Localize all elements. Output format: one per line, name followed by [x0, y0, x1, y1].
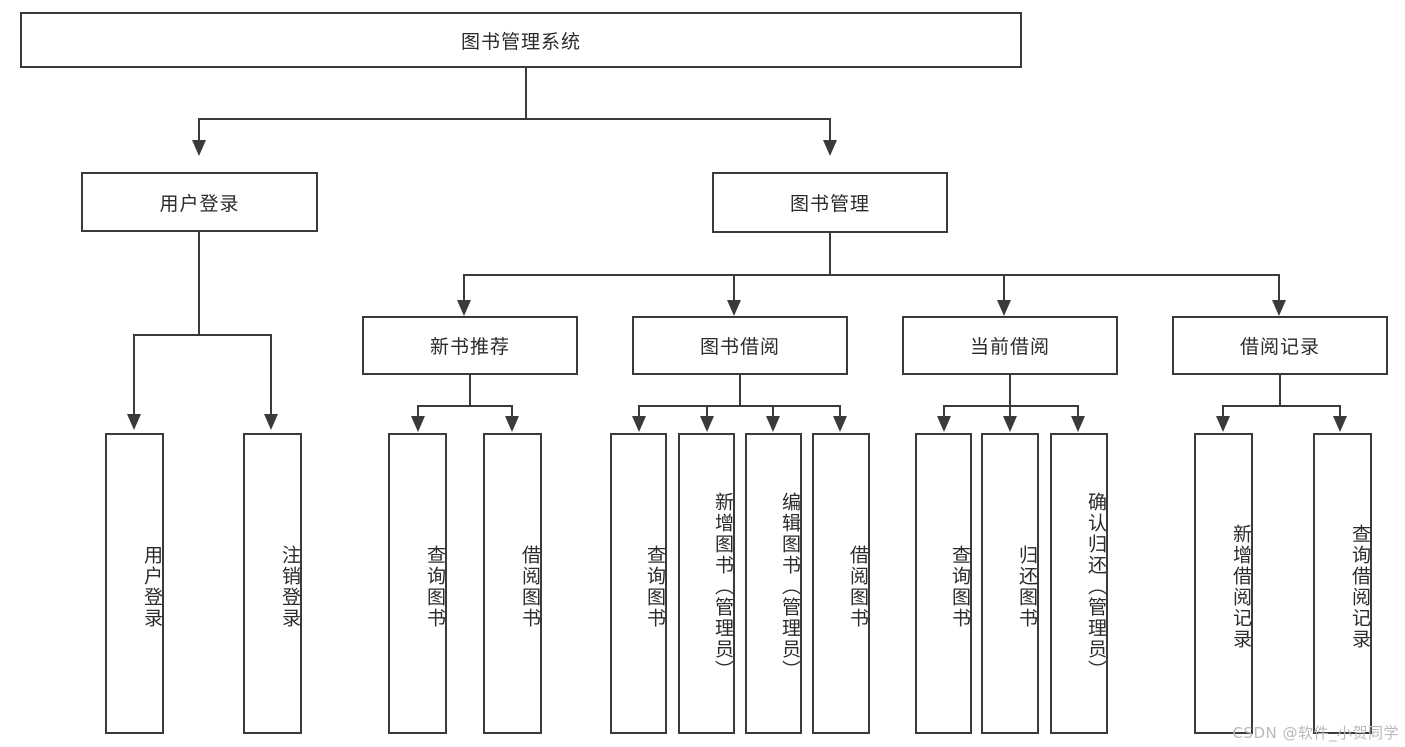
node-user-login-label: 用户登录 [159, 192, 240, 215]
leaf-current-return-book-label: 归还图书 [1016, 544, 1038, 629]
connector-user-login-drop-1 [133, 334, 135, 414]
connector-current-borrow-drop-2 [1009, 405, 1011, 416]
connector-level3-drop-4 [1278, 274, 1280, 300]
connector-current-borrow-bus [943, 405, 1079, 407]
connector-new-book-stem [469, 375, 471, 407]
leaf-borrow-edit-book-label: 编辑图书（管理员） [779, 492, 801, 681]
leaf-logout[interactable]: 注销登录 [243, 433, 302, 734]
leaf-current-return-book[interactable]: 归还图书 [981, 433, 1039, 734]
leaf-record-add-label: 新增借阅记录 [1230, 523, 1252, 650]
leaf-borrow-edit-book[interactable]: 编辑图书（管理员） [745, 433, 802, 734]
arrow-to-book-borrow [727, 300, 741, 316]
node-book-borrow-label: 图书借阅 [699, 336, 780, 358]
node-user-login[interactable]: 用户登录 [81, 172, 318, 232]
node-root[interactable]: 图书管理系统 [20, 12, 1022, 68]
leaf-newbook-query-book-label: 查询图书 [424, 544, 446, 629]
leaf-current-query-book-label: 查询图书 [949, 544, 971, 629]
leaf-current-confirm-return-label: 确认归还（管理员） [1085, 492, 1107, 681]
leaf-borrow-borrow-book[interactable]: 借阅图书 [812, 433, 870, 734]
connector-new-book-bus [417, 405, 513, 407]
connector-user-login-stem [198, 232, 200, 336]
leaf-newbook-borrow-book[interactable]: 借阅图书 [483, 433, 542, 734]
leaf-borrow-query-book-label: 查询图书 [644, 544, 666, 629]
node-new-book-label: 新书推荐 [429, 336, 510, 358]
connector-level2-drop-right [829, 118, 831, 140]
arrow-bookborrow-leaf-3 [766, 416, 780, 432]
connector-root-stem [525, 68, 527, 119]
leaf-record-query-label: 查询借阅记录 [1349, 523, 1371, 650]
connector-current-borrow-drop-1 [943, 405, 945, 416]
connector-book-manage-stem [829, 233, 831, 275]
connector-book-borrow-drop-4 [839, 405, 841, 416]
leaf-user-login-label: 用户登录 [141, 544, 163, 629]
connector-level3-drop-2 [733, 274, 735, 300]
node-borrow-record[interactable]: 借阅记录 [1172, 316, 1388, 375]
arrow-currentborrow-leaf-3 [1071, 416, 1085, 432]
arrow-to-user-login [192, 140, 206, 156]
connector-book-borrow-drop-3 [772, 405, 774, 416]
connector-level2-drop-left [198, 118, 200, 140]
connector-current-borrow-stem [1009, 375, 1011, 407]
node-borrow-record-label: 借阅记录 [1239, 336, 1320, 358]
arrow-bookborrow-leaf-2 [700, 416, 714, 432]
leaf-borrow-add-book[interactable]: 新增图书（管理员） [678, 433, 735, 734]
connector-borrow-record-bus [1222, 405, 1341, 407]
node-new-book[interactable]: 新书推荐 [362, 316, 578, 375]
connector-new-book-drop-2 [511, 405, 513, 416]
arrow-bookborrow-leaf-4 [833, 416, 847, 432]
arrow-to-book-manage [823, 140, 837, 156]
node-current-borrow[interactable]: 当前借阅 [902, 316, 1118, 375]
arrow-currentborrow-leaf-2 [1003, 416, 1017, 432]
connector-user-login-bus [133, 334, 271, 336]
leaf-current-confirm-return[interactable]: 确认归还（管理员） [1050, 433, 1108, 734]
leaf-newbook-query-book[interactable]: 查询图书 [388, 433, 447, 734]
arrow-newbook-leaf-2 [505, 416, 519, 432]
connector-borrow-record-drop-2 [1339, 405, 1341, 416]
node-book-manage-label: 图书管理 [789, 193, 870, 215]
arrow-to-current-borrow [997, 300, 1011, 316]
arrow-to-borrow-record [1272, 300, 1286, 316]
csdn-watermark: CSDN @软件_小贺同学 [1232, 724, 1399, 742]
leaf-record-add[interactable]: 新增借阅记录 [1194, 433, 1253, 734]
connector-borrow-record-stem [1279, 375, 1281, 407]
leaf-newbook-borrow-book-label: 借阅图书 [519, 544, 541, 629]
connector-level3-drop-1 [463, 274, 465, 300]
connector-level2-bus [198, 118, 831, 120]
connector-level3-bus [463, 274, 1280, 276]
node-book-borrow[interactable]: 图书借阅 [632, 316, 848, 375]
arrow-to-new-book [457, 300, 471, 316]
connector-current-borrow-drop-3 [1077, 405, 1079, 416]
connector-user-login-drop-2 [270, 334, 272, 414]
leaf-borrow-borrow-book-label: 借阅图书 [847, 544, 869, 629]
node-current-borrow-label: 当前借阅 [969, 336, 1050, 358]
connector-book-borrow-bus [638, 405, 841, 407]
connector-book-borrow-drop-1 [638, 405, 640, 416]
arrow-to-leaf-logout [264, 414, 278, 430]
arrow-to-leaf-user-login [127, 414, 141, 430]
connector-borrow-record-drop-1 [1222, 405, 1224, 416]
leaf-current-query-book[interactable]: 查询图书 [915, 433, 972, 734]
arrow-borrowrecord-leaf-2 [1333, 416, 1347, 432]
leaf-user-login[interactable]: 用户登录 [105, 433, 164, 734]
connector-book-borrow-drop-2 [706, 405, 708, 416]
arrow-currentborrow-leaf-1 [937, 416, 951, 432]
connector-book-borrow-stem [739, 375, 741, 407]
connector-new-book-drop-1 [417, 405, 419, 416]
node-book-manage[interactable]: 图书管理 [712, 172, 948, 233]
connector-level3-drop-3 [1003, 274, 1005, 300]
leaf-logout-label: 注销登录 [279, 544, 301, 629]
leaf-borrow-add-book-label: 新增图书（管理员） [712, 492, 734, 681]
leaf-record-query[interactable]: 查询借阅记录 [1313, 433, 1372, 734]
node-root-label: 图书管理系统 [460, 30, 581, 53]
arrow-borrowrecord-leaf-1 [1216, 416, 1230, 432]
leaf-borrow-query-book[interactable]: 查询图书 [610, 433, 667, 734]
arrow-newbook-leaf-1 [411, 416, 425, 432]
arrow-bookborrow-leaf-1 [632, 416, 646, 432]
